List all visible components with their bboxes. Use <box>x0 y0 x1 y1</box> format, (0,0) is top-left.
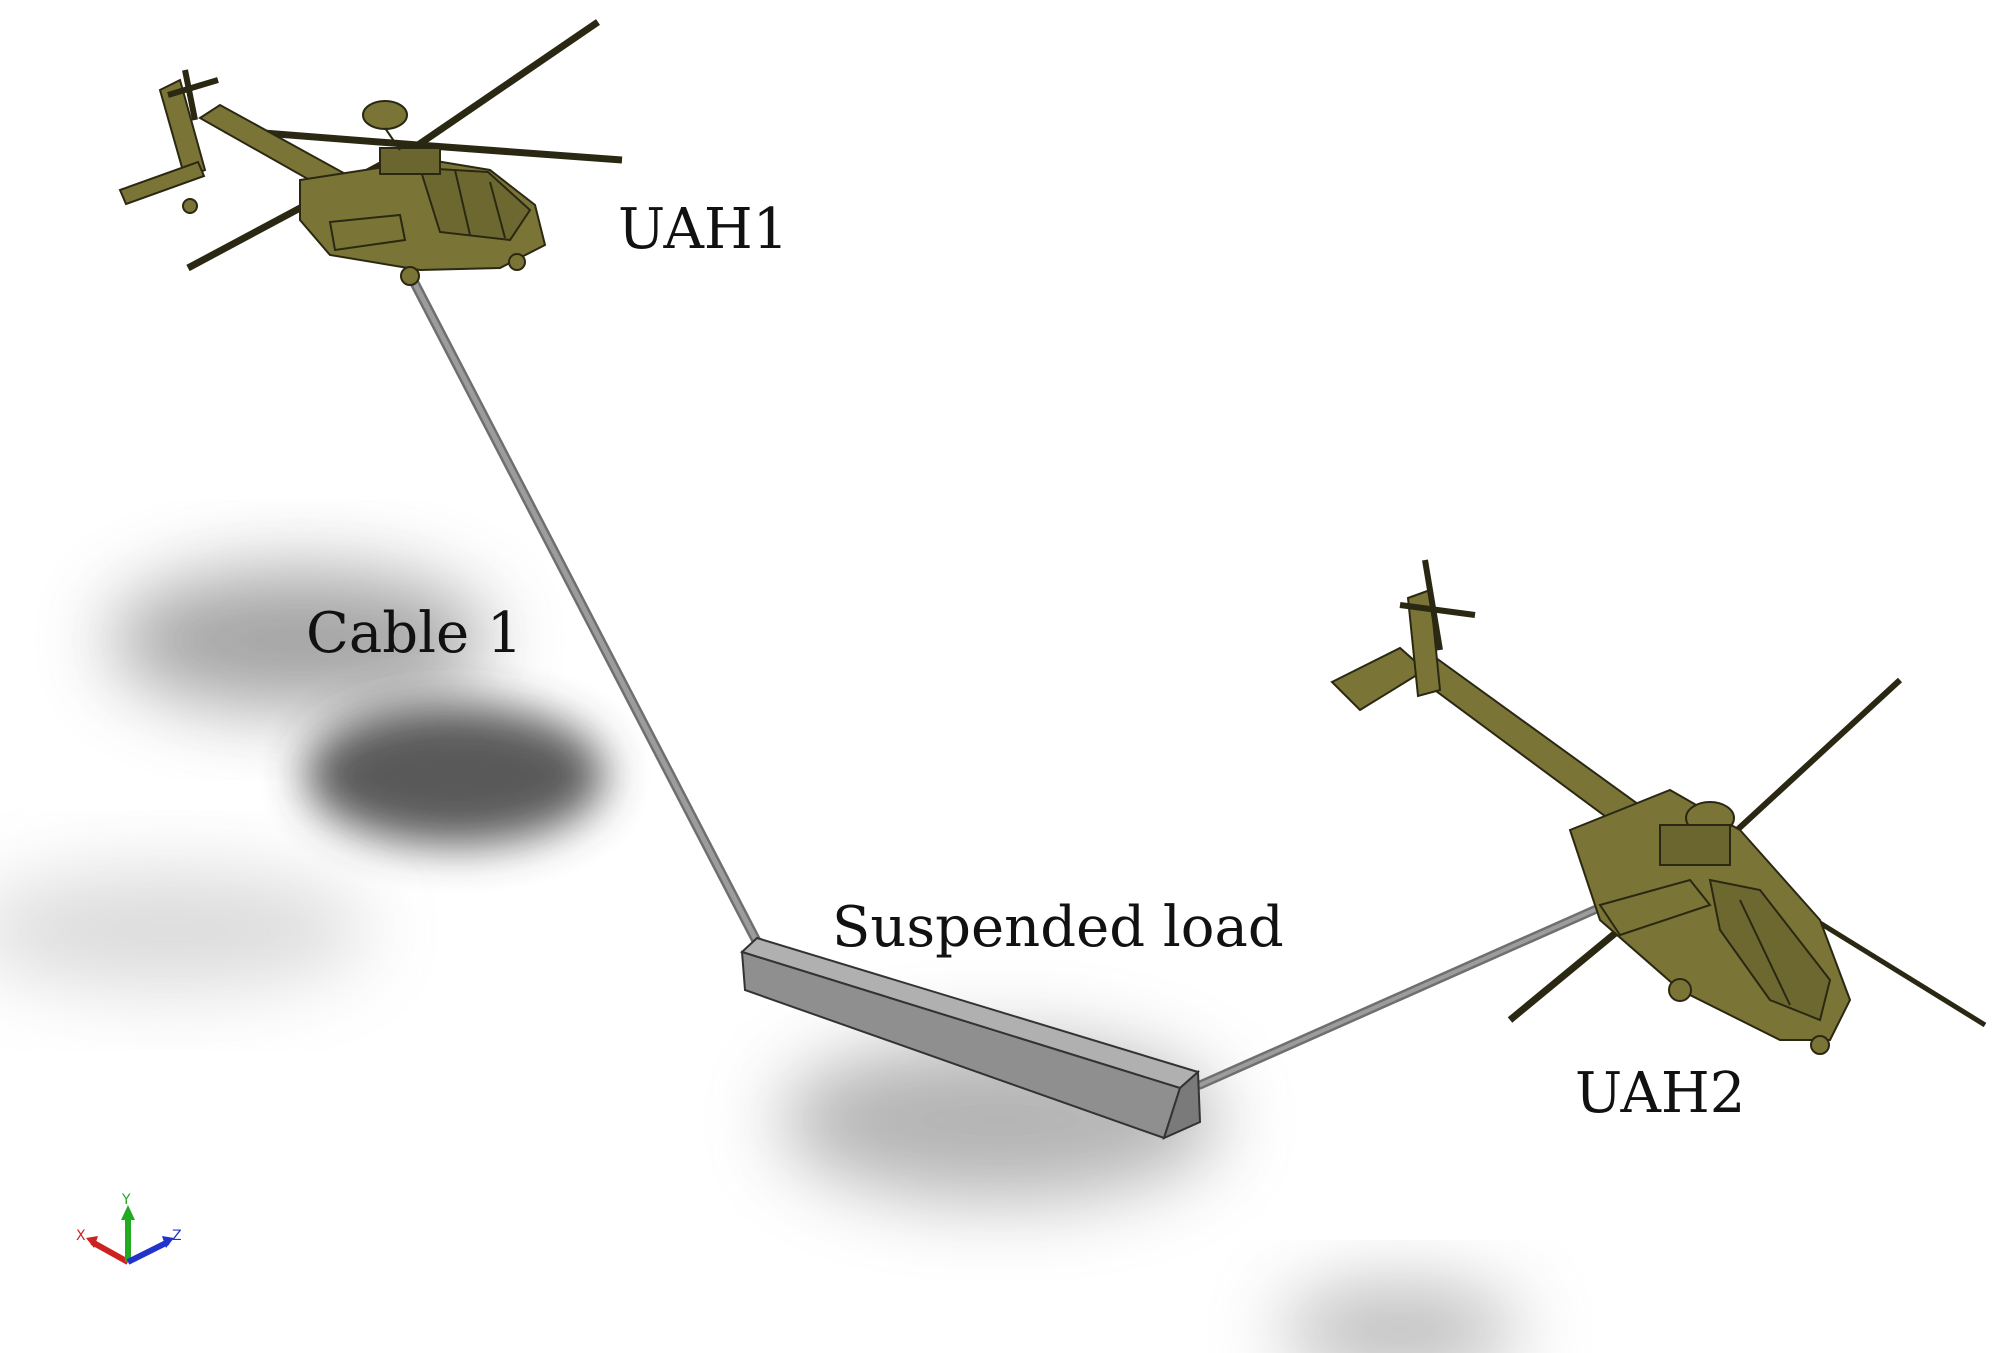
axis-z-label: Z <box>172 1228 182 1244</box>
axis-triad: X Y Z <box>76 1192 182 1262</box>
axis-x-label: X <box>76 1228 86 1244</box>
uah1-helicopter <box>120 22 622 285</box>
uah1-label: UAH1 <box>618 202 788 258</box>
axis-y-label: Y <box>121 1192 131 1208</box>
cable-1-label: Cable 1 <box>306 606 523 662</box>
uah2-label: UAH2 <box>1575 1066 1745 1122</box>
suspended-load-label: Suspended load <box>832 900 1284 956</box>
